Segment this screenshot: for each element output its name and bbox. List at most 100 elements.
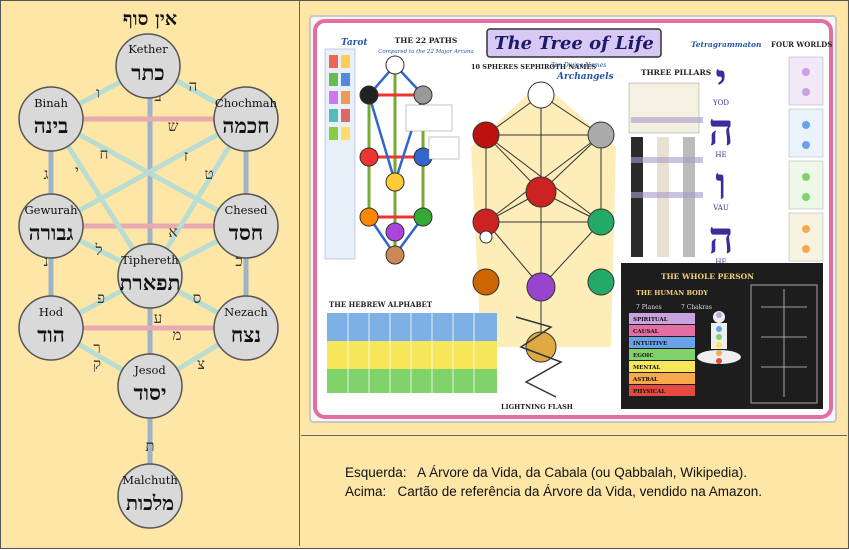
sephirah-kether: Kether כתר [115, 33, 181, 99]
yhvh-name: HE [715, 151, 726, 159]
planes-heading: 7 Planes [636, 304, 662, 311]
sephirah-name: Hod [39, 305, 64, 319]
sephirah-name: Binah [34, 96, 68, 110]
path-letter: נ [44, 252, 49, 270]
plane-label: CAUSAL [633, 329, 659, 335]
yhvh-letter: ה [708, 213, 733, 264]
yhvh-letters: י ה ו ה [708, 55, 733, 264]
path-letter: ג [44, 165, 49, 183]
sephirah-chesed: Chesed חסד [213, 193, 279, 259]
sephirah-hebrew: תפארת [120, 270, 181, 295]
yhvh-letter: ה [708, 105, 733, 156]
tree-of-life-diagram-panel: אין סוף ה ו ב ש ח ז י ג ט א ל כ נ פ ע ס … [1, 1, 300, 546]
yhvh-names: YOD HE VAU HE [712, 99, 729, 266]
human-body-heading: THE HUMAN BODY [636, 289, 708, 297]
lightning-flash-heading: LIGHTNING FLASH [501, 403, 573, 411]
caption-panel: Esquerda: A Árvore da Vida, da Cabala (o… [301, 437, 847, 547]
plane-label: INTUITIVE [633, 341, 667, 347]
four-worlds-trees [788, 56, 824, 262]
caption-line-above: Acima: Cartão de referência da Árvore da… [345, 482, 762, 501]
archangels-heading: Archangels [556, 72, 614, 82]
planes-list: SPIRITUAL CAUSAL INTUITIVE EGOIC MENTAL … [629, 313, 695, 396]
central-tree [471, 81, 616, 363]
whole-person-heading: THE WHOLE PERSON [661, 272, 754, 281]
plane-label: PHYSICAL [633, 389, 665, 395]
sephirah-tiphereth: Tiphereth תפארת [117, 243, 183, 309]
sephirah-hebrew: חסד [229, 220, 263, 245]
path-letter: ל [94, 241, 102, 259]
tarot-paths-tree [359, 55, 460, 265]
yhvh-letter: ו [715, 159, 726, 210]
tarot-heading: Tarot [341, 38, 368, 48]
tree-of-life-card: The Tree of Life Tarot THE 22 PATHS Comp… [309, 15, 837, 423]
ain-soph-label: אין סוף [123, 8, 177, 30]
hebrew-alphabet-heading: THE HEBREW ALPHABET [329, 300, 433, 309]
path-letter: ש [168, 117, 179, 135]
lightning-flash-line [515, 316, 563, 398]
sephirah-name: Gewurah [24, 203, 78, 217]
paths-heading: THE 22 PATHS [395, 36, 458, 45]
yhvh-name: VAU [712, 204, 729, 212]
tarot-cards [329, 55, 350, 140]
path-letter: י [75, 162, 79, 180]
plane-label: SPIRITUAL [633, 317, 668, 323]
four-worlds-heading: FOUR WORLDS [771, 40, 832, 49]
divine-names-heading: Ten Divine Names [551, 62, 606, 69]
sephirah-hebrew: מלכות [126, 491, 174, 515]
caption-left-label: Esquerda: [345, 465, 407, 480]
path-letter: ס [193, 289, 202, 307]
sephirah-jesod: Jesod יסוד [117, 353, 183, 419]
caption-left-text: A Árvore da Vida, da Cabala (ou Qabbalah… [417, 465, 748, 480]
plane-label: ASTRAL [632, 377, 658, 383]
sephirah-name: Malchuth [122, 473, 178, 487]
sephirah-name: Kether [128, 42, 168, 56]
sephirah-name: Tiphereth [121, 253, 179, 267]
plane-label: MENTAL [633, 365, 660, 371]
caption-above-label: Acima: [345, 484, 387, 499]
path-letter: מ [173, 326, 182, 344]
sephirah-hebrew: יסוד [134, 380, 167, 405]
spheres-heading: 10 SPHERES SEPHIROTH NAMES [471, 63, 596, 71]
sephirah-binah: Binah בינה [18, 86, 84, 152]
sephirah-hebrew: נצח [231, 322, 261, 347]
plane-label: EGOIC [633, 353, 654, 359]
path-letter: ו [96, 84, 100, 102]
paths-subheading: Compared to the 22 Major Arcana [378, 49, 474, 55]
sephirah-hebrew: חכמה [222, 113, 269, 138]
path-letter: כ [235, 252, 242, 270]
card-illustration: The Tree of Life Tarot THE 22 PATHS Comp… [313, 19, 833, 419]
yhvh-letter: י [715, 55, 727, 106]
sephirah-chochmah: Chochmah חכמה [213, 86, 279, 152]
three-pillars-heading: THREE PILLARS [641, 68, 711, 77]
sephirah-nezach: Nezach נצח [213, 295, 279, 361]
sephirah-name: Chesed [224, 203, 268, 217]
sephirah-hebrew: גבורה [29, 220, 74, 245]
caption-line-left: Esquerda: A Árvore da Vida, da Cabala (o… [345, 463, 762, 482]
small-trees-diagram [750, 284, 818, 404]
yhvh-name: YOD [712, 99, 729, 107]
meditating-figure [697, 311, 741, 364]
reference-card-panel: The Tree of Life Tarot THE 22 PATHS Comp… [301, 1, 847, 436]
path-letter: ק [93, 355, 101, 373]
sephirah-hod: Hod הוד [18, 295, 84, 361]
path-letter: א [168, 223, 177, 241]
tetragrammaton-heading: Tetragrammaton [691, 40, 761, 49]
path-letter: ז [184, 147, 188, 165]
sephirah-malchuth: Malchuth מלכות [117, 463, 183, 529]
sephirah-hebrew: בינה [34, 113, 69, 138]
path-letter: ט [204, 165, 213, 183]
path-letter: ע [154, 309, 163, 327]
caption-above-text: Cartão de referência da Árvore da Vida, … [397, 484, 763, 499]
path-letter: פ [97, 289, 105, 307]
tree-of-life-diagram: אין סוף ה ו ב ש ח ז י ג ט א ל כ נ פ ע ס … [18, 8, 279, 529]
path-letter: ר [93, 339, 100, 357]
sephirah-hebrew: כתר [131, 60, 164, 85]
path-letter: ה [189, 77, 198, 95]
path-letter: ח [100, 145, 109, 163]
sephirah-name: Chochmah [215, 96, 278, 110]
path-letter: צ [197, 355, 205, 373]
sephirah-hebrew: הוד [37, 322, 65, 347]
sephirah-name: Jesod [133, 363, 166, 377]
path-letter: ת [145, 437, 154, 455]
caption: Esquerda: A Árvore da Vida, da Cabala (o… [345, 463, 762, 501]
